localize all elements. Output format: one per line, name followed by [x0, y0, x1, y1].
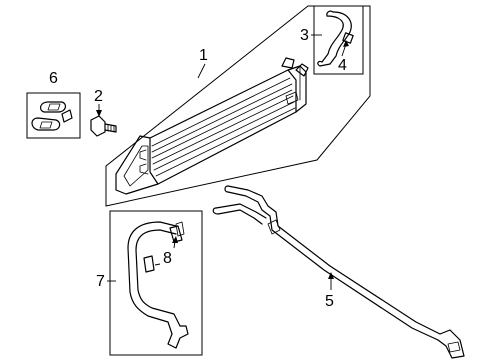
oil-cooler [115, 57, 309, 195]
callout-5: 5 [325, 293, 334, 310]
leader-8b [154, 263, 161, 266]
leader-2-arrow [96, 110, 102, 117]
callout-7: 7 [96, 273, 105, 290]
cooler-line [212, 185, 465, 359]
lower-hose [127, 221, 189, 349]
cooler-assembly-frame [105, 5, 371, 207]
callout-8: 8 [163, 250, 172, 267]
leader-8-arrow [172, 236, 178, 243]
retaining-clips [31, 101, 73, 131]
leader-1 [197, 63, 206, 79]
callout-6: 6 [49, 70, 58, 87]
lower-hose-frame [109, 210, 203, 356]
leader-5-arrow [328, 272, 334, 279]
callout-3: 3 [300, 27, 309, 44]
leader-4-arrow [343, 40, 349, 47]
callout-2: 2 [94, 88, 103, 105]
clips-frame [26, 92, 81, 139]
upper-hose-frame [313, 5, 364, 75]
upper-hose [317, 10, 354, 67]
callout-4: 4 [338, 57, 347, 74]
bolt [90, 115, 117, 137]
callout-1: 1 [199, 47, 208, 64]
